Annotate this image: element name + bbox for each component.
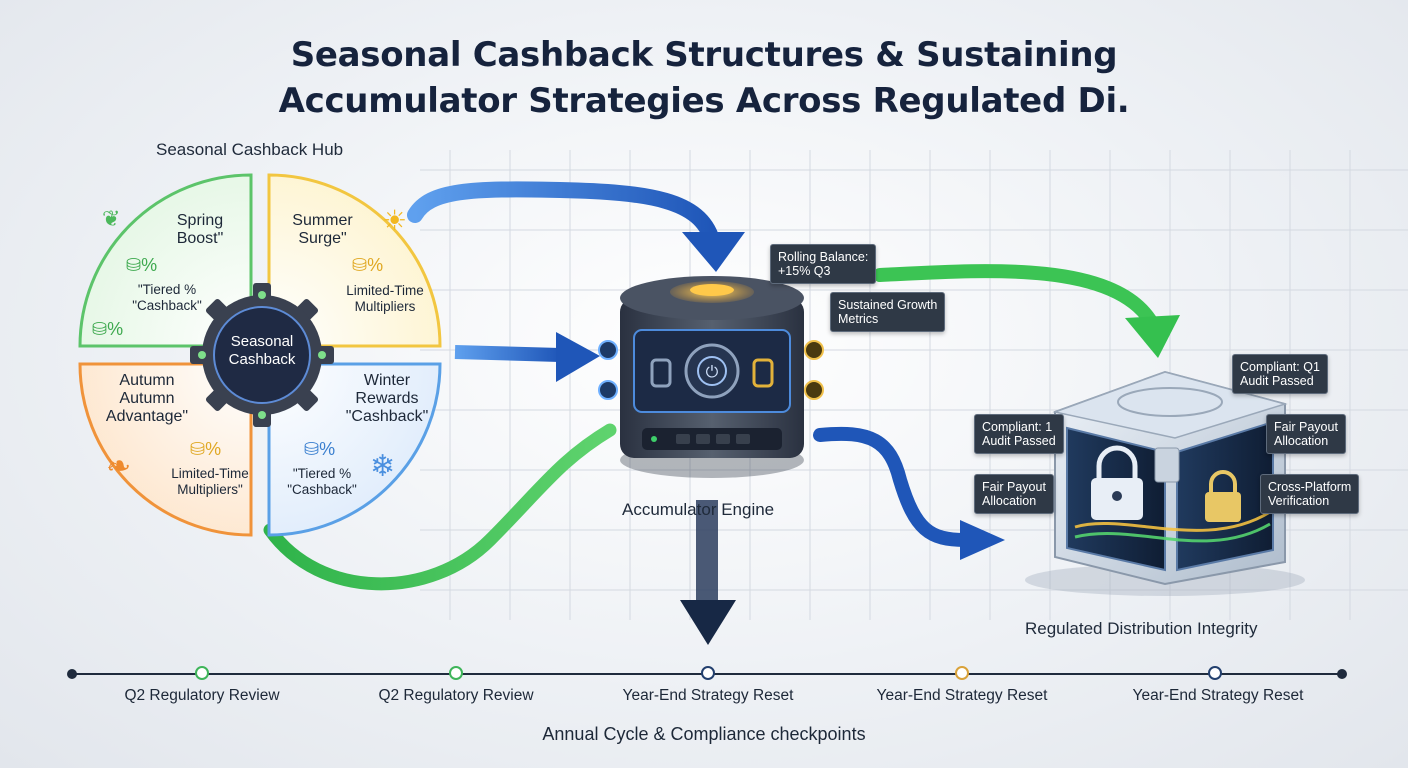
sun-icon: ☀ xyxy=(382,205,408,236)
winter-title: Winter Rewards "Cashback" xyxy=(345,372,429,425)
seasonal-hub-wheel xyxy=(78,173,442,537)
timeline-point-2 xyxy=(449,666,463,680)
callout-fair-payout-left: Fair Payout Allocation xyxy=(974,474,1054,514)
snowflake-icon: ❄ xyxy=(370,450,396,483)
quadrant-spring xyxy=(78,173,253,348)
title-line-2: Accumulator Strategies Across Regulated … xyxy=(278,81,1130,121)
coin-stack-icon-2: ⛁% xyxy=(92,319,124,339)
timeline-label-3: Year-End Strategy Reset xyxy=(622,687,794,704)
timeline-label-2: Q2 Regulatory Review xyxy=(378,687,534,704)
autumn-leaf-icon: ❧ xyxy=(106,450,132,483)
timeline-label-4: Year-End Strategy Reset xyxy=(876,687,1048,704)
callout-audit-1: Compliant: 1 Audit Passed xyxy=(974,414,1064,454)
flow-hub-to-engine-mid xyxy=(454,345,561,362)
coin-stack-icon-4: ⛁% xyxy=(190,439,222,459)
accumulator-engine: ⏻ xyxy=(598,276,824,478)
hub-label: Seasonal Cashback Hub xyxy=(156,140,344,159)
hub-center-label: Seasonal Cashback xyxy=(228,333,296,368)
spring-title: Spring Boost" xyxy=(176,212,224,247)
arrowhead-down xyxy=(680,600,736,645)
summer-title: Summer Surge" xyxy=(292,212,353,247)
callout-cross-platform: Cross-Platform Verification xyxy=(1260,474,1360,514)
timeline-point-3 xyxy=(701,666,715,680)
winter-subtitle: "Tiered % "Cashback" xyxy=(287,466,357,497)
flow-green-hub-to-engine xyxy=(263,423,617,591)
callout-sustained-growth: Sustained Growth Metrics xyxy=(830,292,946,332)
timeline-start-dot xyxy=(67,669,77,679)
timeline-point-5 xyxy=(1208,666,1222,680)
flow-blue-engine-to-integrity xyxy=(813,426,972,547)
callout-fair-payout-right: Fair Payout Allocation xyxy=(1266,414,1346,454)
flow-engine-down xyxy=(696,500,718,612)
lock-icon xyxy=(1091,445,1143,520)
arrowhead-integrity-bottom xyxy=(960,520,1005,560)
power-icon: ⏻ xyxy=(706,362,719,381)
timeline-title: Annual Cycle & Compliance checkpoints xyxy=(542,724,866,744)
autumn-subtitle: Limited-Time Multipliers" xyxy=(171,466,249,497)
flow-hub-to-engine-top xyxy=(407,181,720,248)
timeline-end-dot xyxy=(1337,669,1347,679)
integrity-vault xyxy=(1025,370,1305,596)
callout-audit-q1: Compliant: Q1 Audit Passed xyxy=(1232,354,1328,394)
arrowhead-engine-mid xyxy=(556,332,600,382)
callout-rolling-balance: Rolling Balance: +15% Q3 xyxy=(770,244,877,284)
arrowhead-integrity-top xyxy=(1125,315,1180,358)
timeline-label-5: Year-End Strategy Reset xyxy=(1132,687,1304,704)
timeline-point-4 xyxy=(955,666,969,680)
coin-stack-icon-3: ⛁% xyxy=(352,255,384,275)
engine-label: Accumulator Engine xyxy=(622,500,775,519)
summer-subtitle: Limited-Time Multipliers xyxy=(346,283,424,314)
title-line-1: Seasonal Cashback Structures & Sustainin… xyxy=(290,35,1118,75)
timeline-label-1: Q2 Regulatory Review xyxy=(124,687,280,704)
timeline-point-1 xyxy=(195,666,209,680)
coin-stack-icon: ⛁% xyxy=(126,255,158,275)
page-title: Seasonal Cashback Structures & Sustainin… xyxy=(0,32,1408,124)
flow-green-engine-to-integrity xyxy=(873,264,1157,327)
coin-stack-icon-5: ⛁% xyxy=(304,439,336,459)
spring-subtitle: "Tiered % "Cashback" xyxy=(132,282,202,313)
leaf-icon: ❦ xyxy=(102,206,121,231)
arrowhead-engine-top xyxy=(682,232,745,272)
gear-icon xyxy=(190,283,334,427)
integrity-label: Regulated Distribution Integrity xyxy=(1025,619,1258,638)
lock-icon-right xyxy=(1205,470,1241,522)
quadrant-autumn xyxy=(78,362,253,537)
autumn-title: Autumn Autumn Advantage" xyxy=(105,372,189,425)
